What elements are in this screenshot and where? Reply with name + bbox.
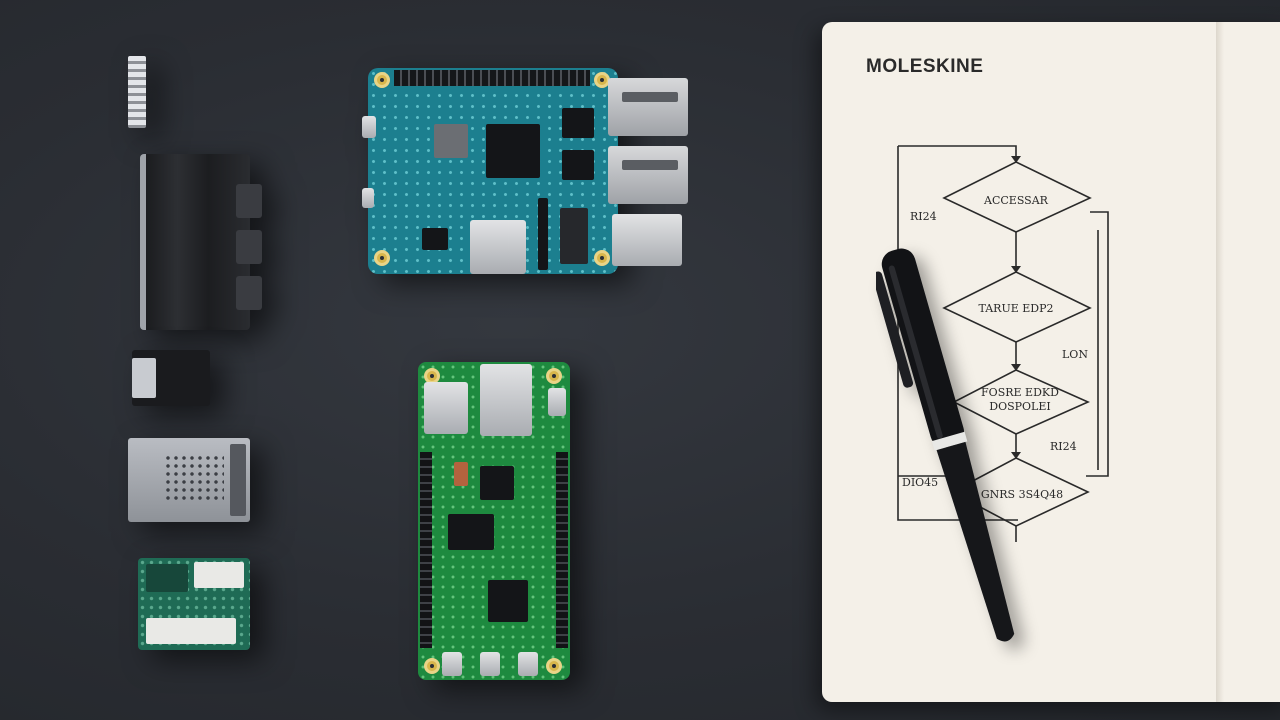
- usb-port: [424, 382, 468, 434]
- connector: [518, 652, 538, 676]
- pen-clip: [876, 271, 914, 388]
- notebook-gutter: [1216, 22, 1224, 702]
- mini-circuit-board: [138, 558, 250, 650]
- flow-arrowhead: [1011, 266, 1021, 273]
- mounting-hole: [594, 250, 610, 266]
- processor-chip: [486, 124, 540, 178]
- board-connector: [146, 618, 236, 644]
- chip: [488, 580, 528, 622]
- teal-single-board-computer: [362, 68, 618, 274]
- usb-connector-metal: [132, 358, 156, 398]
- gpio-header: [394, 70, 590, 86]
- power-connector: [362, 116, 376, 138]
- controller-chip: [562, 150, 594, 180]
- ethernet-jack-clip: [230, 444, 246, 516]
- pen-band: [931, 431, 968, 451]
- mounting-hole: [546, 368, 562, 384]
- flow-arrowhead: [1011, 452, 1021, 459]
- ethernet-jack-module: [128, 438, 250, 522]
- chip: [448, 514, 494, 550]
- notebook: MOLESKINE RI24 ACCESS: [822, 22, 1280, 702]
- pen-barrel: [936, 441, 1015, 642]
- pin-header: [128, 56, 146, 128]
- micro-usb-port: [548, 388, 566, 416]
- mounting-hole: [374, 72, 390, 88]
- ribbon-connector: [538, 198, 548, 270]
- flow-connector: [1086, 211, 1109, 477]
- usb-connector-module: [132, 350, 210, 406]
- usb-port: [608, 78, 688, 136]
- flow-label: RI24: [910, 210, 937, 223]
- connector: [480, 652, 500, 676]
- flow-label: FOSRE EDKD: [981, 386, 1059, 399]
- notebook-brand: MOLESKINE: [866, 56, 984, 77]
- battery-lug: [236, 184, 262, 218]
- flow-arrowhead: [1011, 364, 1021, 371]
- flow-label: GNRS 3S4Q48: [981, 488, 1063, 501]
- mounting-hole: [374, 250, 390, 266]
- ethernet-port: [612, 214, 682, 266]
- flow-label: DOSPOLEI: [989, 400, 1050, 413]
- pin-header-left: [420, 452, 432, 648]
- flow-label: TARUE EDP2: [978, 302, 1053, 315]
- flow-label: LON: [1062, 348, 1088, 361]
- battery-pack: [140, 154, 262, 330]
- capacitor: [454, 462, 468, 486]
- pen: [876, 248, 1015, 642]
- board-connector: [194, 562, 244, 588]
- ethernet-jack-vents: [164, 454, 224, 504]
- board-chip: [146, 564, 188, 592]
- mounting-hole: [546, 658, 562, 674]
- flow-connector: [898, 145, 1017, 162]
- small-chip: [422, 228, 448, 250]
- controller-chip: [562, 108, 594, 138]
- flow-label: ACCESSAR: [983, 194, 1049, 207]
- connector: [442, 652, 462, 676]
- battery-lug: [236, 230, 262, 264]
- ethernet-port: [480, 364, 532, 436]
- hdmi-port: [470, 220, 526, 274]
- mounting-hole: [424, 658, 440, 674]
- usb-port: [608, 146, 688, 204]
- flow-label: RI24: [1050, 440, 1077, 453]
- button: [362, 188, 374, 208]
- flow-arrowhead: [1011, 156, 1021, 163]
- flow-label: DIO45: [902, 476, 938, 489]
- camera-connector: [560, 208, 588, 264]
- memory-chip: [434, 124, 468, 158]
- microcontroller-chip: [480, 466, 514, 500]
- pin-header-right: [556, 452, 568, 648]
- battery-lug: [236, 276, 262, 310]
- green-microcontroller-board: [418, 362, 570, 680]
